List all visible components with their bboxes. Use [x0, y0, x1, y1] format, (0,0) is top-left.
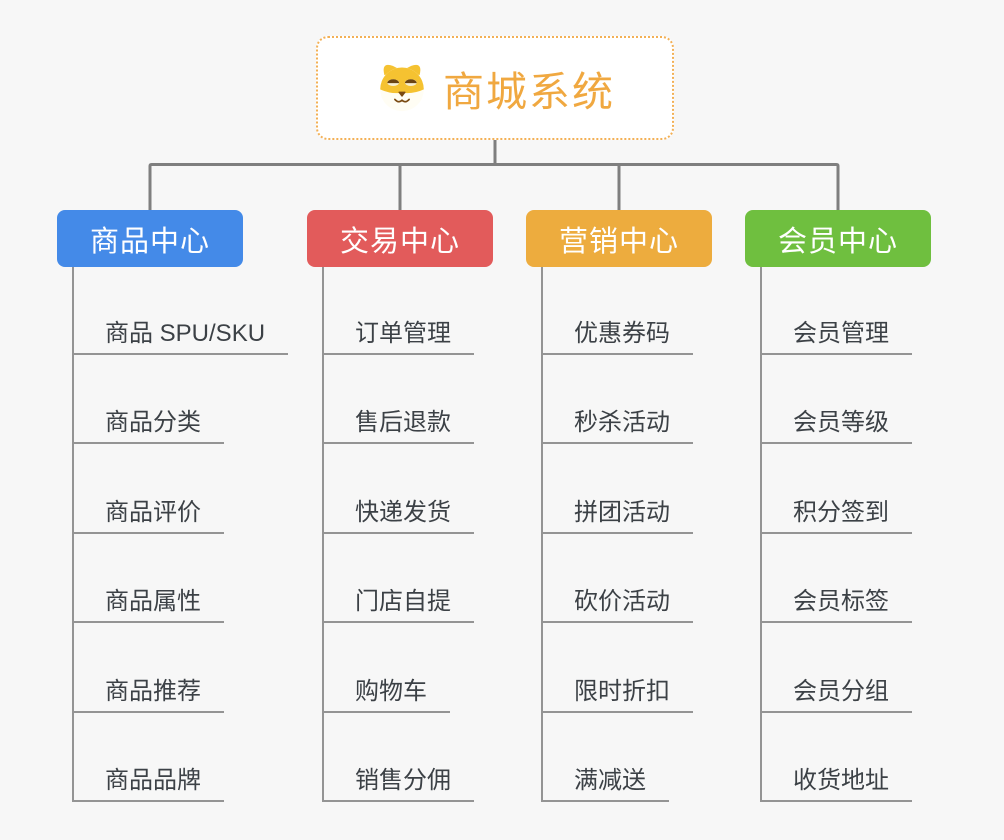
subtopic-item[interactable]: 会员等级: [760, 409, 912, 444]
subtopic-item[interactable]: 门店自提: [322, 588, 474, 623]
subtopic-item[interactable]: 限时折扣: [541, 678, 693, 713]
subtopic-item[interactable]: 商品分类: [72, 409, 224, 444]
branch-spine-line: [322, 267, 324, 802]
subtopic-item[interactable]: 满减送: [541, 767, 669, 802]
branch-node-trade-center[interactable]: 交易中心: [307, 210, 493, 267]
subtopic-item[interactable]: 商品 SPU/SKU: [72, 320, 289, 355]
subtopic-item[interactable]: 购物车: [322, 678, 450, 713]
root-node[interactable]: 商城系统: [316, 36, 674, 140]
subtopic-item[interactable]: 商品属性: [72, 588, 224, 623]
subtopic-item[interactable]: 秒杀活动: [541, 409, 693, 444]
branch-node-member-center[interactable]: 会员中心: [745, 210, 931, 267]
subtopic-item[interactable]: 商品推荐: [72, 678, 224, 713]
branch-spine-line: [72, 267, 74, 802]
subtopic-item[interactable]: 积分签到: [760, 499, 912, 534]
subtopic-item[interactable]: 快递发货: [322, 499, 474, 534]
subtopic-item[interactable]: 收货地址: [760, 767, 912, 802]
subtopic-item[interactable]: 会员管理: [760, 320, 912, 355]
subtopic-item[interactable]: 会员标签: [760, 588, 912, 623]
branch-node-product-center[interactable]: 商品中心: [57, 210, 243, 267]
branch-spine-line: [541, 267, 543, 802]
branch-spine-line: [760, 267, 762, 802]
root-node-label: 商城系统: [443, 69, 615, 115]
subtopic-item[interactable]: 售后退款: [322, 409, 474, 444]
branch-drop-lines: [398, 164, 621, 211]
subtopic-item[interactable]: 优惠券码: [541, 320, 693, 355]
subtopic-item[interactable]: 会员分组: [760, 678, 912, 713]
subtopic-item[interactable]: 商品品牌: [72, 767, 224, 802]
branch-rail-line: [148, 163, 840, 211]
subtopic-item[interactable]: 商品评价: [72, 499, 224, 534]
subtopic-item[interactable]: 砍价活动: [541, 588, 693, 623]
branch-node-marketing-center[interactable]: 营销中心: [526, 210, 712, 267]
subtopic-item[interactable]: 销售分佣: [322, 767, 474, 802]
subtopic-item[interactable]: 订单管理: [322, 320, 474, 355]
subtopic-item[interactable]: 拼团活动: [541, 499, 693, 534]
dog-face-icon: [375, 60, 429, 117]
